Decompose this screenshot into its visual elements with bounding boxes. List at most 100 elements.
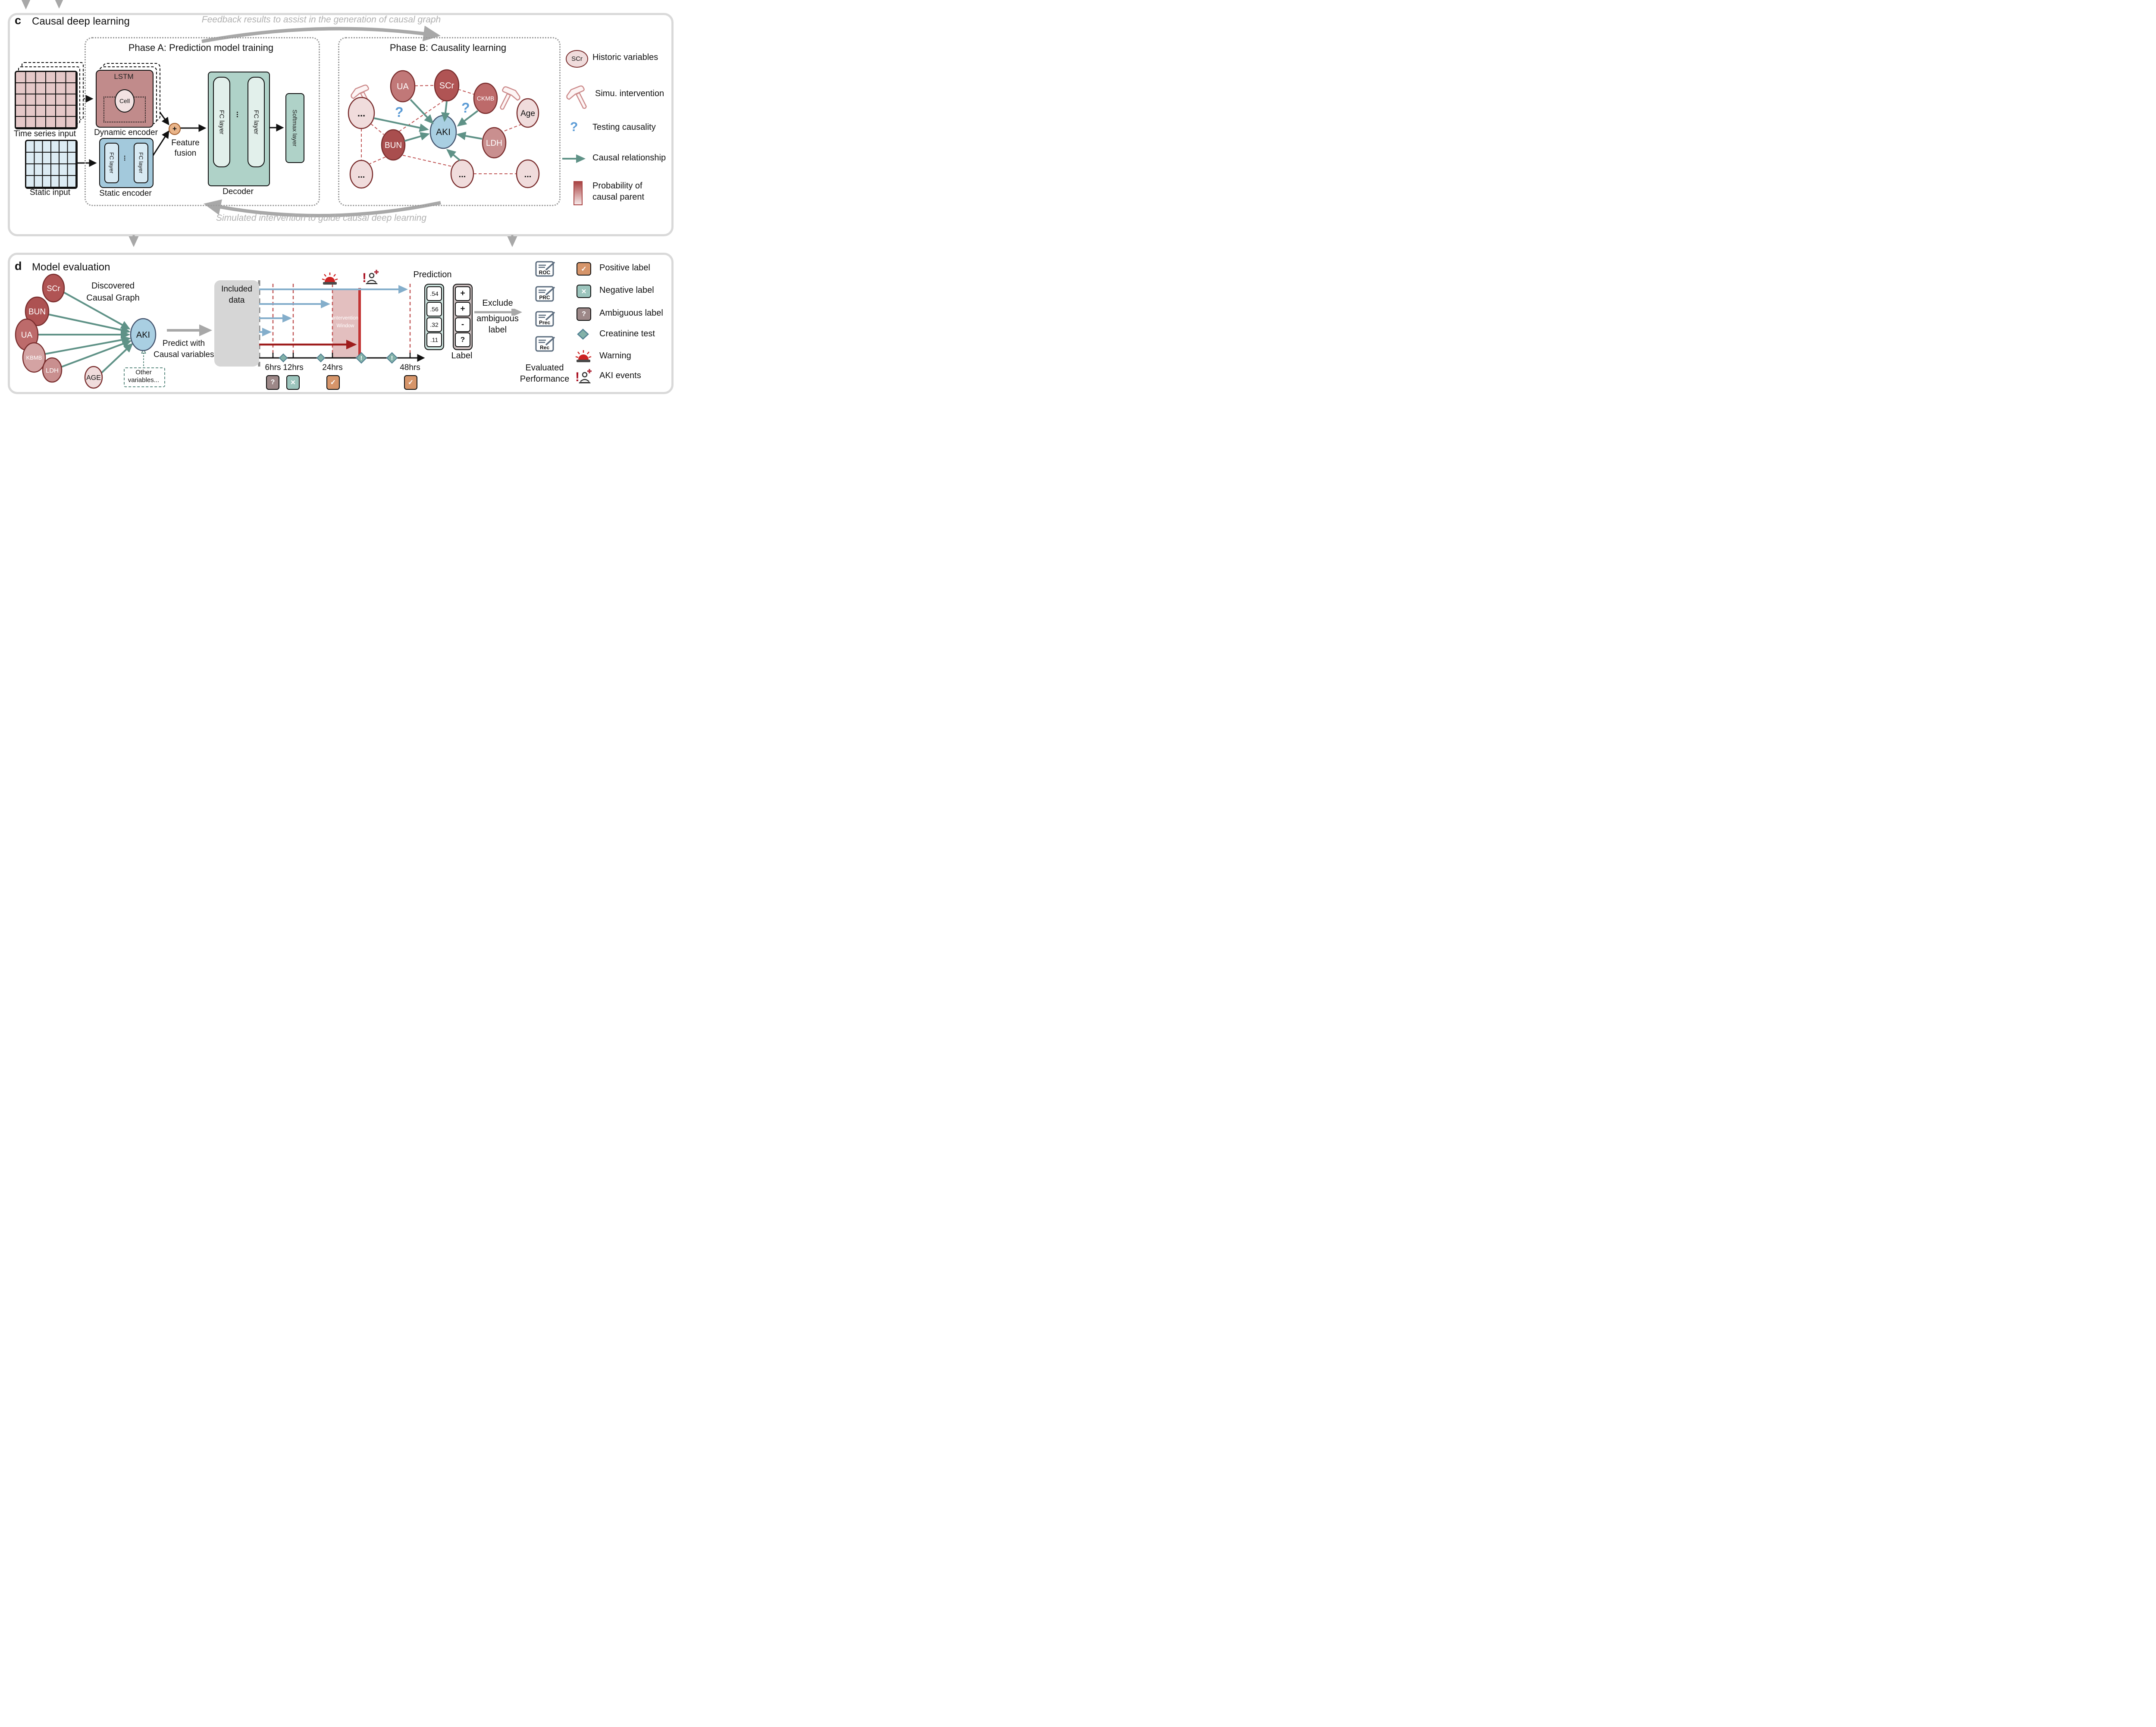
decoder-fc-layer-1: FC layer: [213, 77, 230, 167]
simulated-text: Simulated intervention to guide causal d…: [216, 213, 426, 223]
prediction-value: .54: [426, 286, 442, 301]
svg-text:ROC: ROC: [539, 270, 551, 276]
static-fc-layer-2: FC layer: [134, 143, 148, 183]
prediction-horizon-arrows: [259, 285, 408, 336]
testing-causality-icon: ?: [395, 104, 404, 120]
svg-text:...: ...: [357, 108, 365, 119]
predict-label-2: Causal variables: [154, 350, 214, 359]
decoder-dots: ...: [235, 111, 244, 118]
negative-label-box: ✕: [286, 375, 300, 390]
included-data-label-1: Included: [221, 285, 252, 294]
phase-b-title: Phase B: Causality learning: [389, 42, 507, 53]
svg-text:!: !: [575, 370, 580, 384]
time-series-grid: [15, 71, 78, 129]
axis-ticks: [272, 353, 411, 358]
label-value-text: +: [460, 289, 465, 298]
dashed-association-edges: [361, 85, 522, 174]
decoder-label: Decoder: [222, 187, 254, 196]
discovered-graph-title-1: Discovered: [91, 281, 135, 291]
phase-b-causal-arrows: [373, 99, 483, 161]
panel-d-border: [8, 253, 674, 394]
legend-aki-event-icon: !: [575, 369, 592, 384]
feature-fusion-label-2: fusion: [174, 149, 197, 158]
cell-label: Cell: [119, 97, 130, 104]
prediction-title: Prediction: [413, 270, 452, 279]
static-encoder-label: Static encoder: [99, 189, 152, 198]
svg-text:AGE: AGE: [86, 374, 101, 382]
fc-layer-label: FC layer: [252, 110, 260, 135]
legend-positive-label: Positive label: [599, 263, 650, 273]
legend-intervention-label: Simu. intervention: [595, 89, 664, 98]
fc-layer-label: FC layer: [138, 152, 144, 174]
phase-b-box: [338, 37, 561, 206]
plus-icon: +: [172, 125, 177, 133]
label-value-text: ?: [460, 335, 465, 344]
discovered-graph-nodes: [15, 273, 103, 389]
svg-text:SCr: SCr: [439, 81, 454, 91]
included-data-box: [214, 280, 259, 367]
phase-a-box: [85, 37, 320, 206]
svg-text:CKMB: CKMB: [477, 95, 494, 102]
legend-warning-label: Warning: [599, 351, 631, 360]
lstm-label: LSTM: [114, 72, 134, 81]
legend-negative-label: Negative label: [599, 285, 654, 295]
prediction-value-text: .56: [430, 306, 439, 313]
aki-event-icon: !: [362, 270, 379, 285]
legend-ambiguous-label: Ambiguous label: [599, 308, 663, 318]
panel-d-label: d: [15, 260, 22, 273]
check-glyph: ✓: [407, 379, 414, 386]
svg-text:Prec: Prec: [539, 320, 550, 326]
svg-text:BUN: BUN: [385, 141, 402, 150]
label-value-ambiguous: ?: [455, 332, 470, 347]
svg-text:...: ...: [459, 170, 466, 179]
legend-creatinine-diamond-icon: [577, 329, 589, 340]
svg-text:AKI: AKI: [136, 330, 150, 340]
prediction-value: .56: [426, 302, 442, 317]
evaluated-label-1: Evaluated: [525, 363, 564, 373]
prediction-value: .32: [426, 317, 442, 332]
feature-fusion-node: +: [169, 123, 181, 135]
prec-icon: Prec: [535, 311, 555, 327]
svg-text:UA: UA: [397, 82, 409, 91]
svg-text:Rec: Rec: [540, 345, 549, 351]
hour-label-24: 24hrs: [322, 363, 343, 372]
discovered-graph-title-2: Causal Graph: [86, 293, 140, 303]
phase-b-graph: ... UA SCr CKMB Age BUN AKI LDH ... ... …: [348, 69, 540, 189]
legend-question-icon: ?: [570, 120, 578, 134]
top-flow-arrows: [20, 0, 65, 9]
phase-a-title: Phase A: Prediction model training: [128, 42, 274, 53]
panel-c-to-d-arrows: [128, 235, 517, 247]
hammer-icon: [500, 86, 520, 110]
label-column-title: Label: [451, 351, 473, 360]
svg-text:!: !: [362, 271, 367, 285]
ambiguous-label-box: ?: [266, 375, 279, 390]
check-glyph: ✓: [330, 379, 336, 386]
legend-historic-node-icon: SCr: [566, 50, 588, 68]
fc-layer-label: FC layer: [218, 110, 226, 135]
legend-historic-label: Historic variables: [592, 53, 658, 62]
panel-c-title: Causal deep learning: [32, 16, 130, 27]
legend-probability-bar-icon: [573, 181, 583, 205]
svg-text:AKI: AKI: [436, 127, 451, 137]
label-value: +: [455, 302, 470, 317]
feedback-text: Feedback results to assist in the genera…: [201, 15, 441, 25]
other-variables-label-1: Other: [135, 369, 152, 376]
legend-probability-label-2: causal parent: [592, 192, 645, 202]
prediction-value-ambiguous: .11: [426, 332, 442, 347]
question-icon: ?: [582, 310, 586, 318]
svg-text:PRC: PRC: [539, 295, 550, 301]
legend-causal-rel-label: Causal relationship: [592, 153, 666, 163]
svg-text:!: !: [391, 354, 393, 361]
panel-c-label: c: [15, 14, 22, 27]
svg-text:KBMB: KBMB: [26, 354, 42, 361]
discovered-graph-node-labels: SCr BUN UA KBMB LDH AGE AKI: [21, 284, 150, 382]
svg-text:BUN: BUN: [28, 307, 46, 317]
discovered-graph-arrows: [38, 291, 133, 374]
svg-text:SCr: SCr: [47, 284, 60, 293]
cross-icon: ✕: [581, 288, 587, 295]
lstm-cell: Cell: [115, 89, 135, 113]
dynamic-encoder-label: Dynamic encoder: [94, 128, 158, 137]
exclude-label-3: label: [488, 325, 507, 335]
exclude-arrow: [474, 309, 522, 316]
prediction-value-text: .11: [430, 336, 439, 343]
